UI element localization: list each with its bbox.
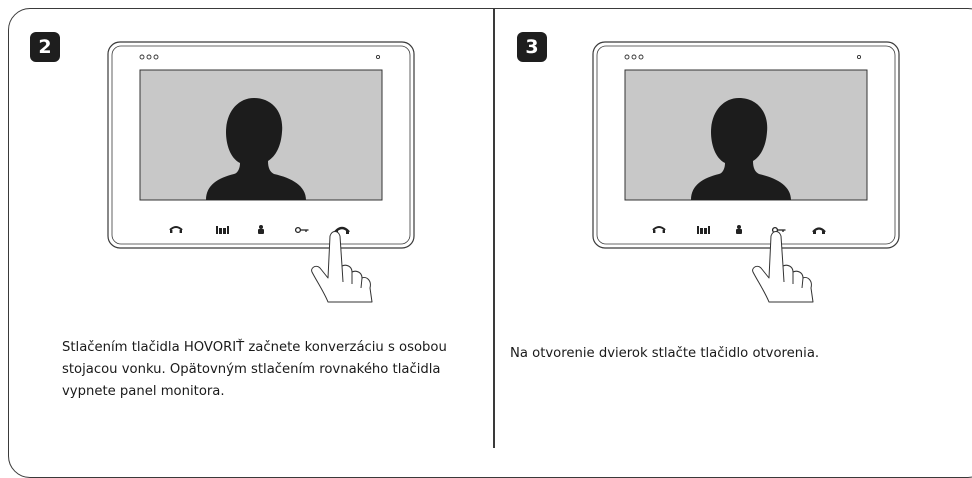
indicator-leds-icon xyxy=(139,54,159,60)
handset-up-icon xyxy=(652,226,666,231)
panel-divider xyxy=(493,8,495,448)
monitor-illustration xyxy=(106,40,416,303)
step-number-badge: 2 xyxy=(30,32,60,62)
talk-up-button[interactable] xyxy=(652,226,666,233)
pointing-hand-icon xyxy=(311,231,373,303)
monitor-person-button[interactable] xyxy=(736,225,742,234)
key-button[interactable] xyxy=(294,226,309,234)
key-icon xyxy=(294,226,309,234)
indicator-leds-icon xyxy=(624,54,644,60)
hangup-icon xyxy=(334,226,350,233)
person-icon xyxy=(736,225,742,234)
book-icon xyxy=(216,226,229,234)
step-panel-2: 2 xyxy=(8,8,493,446)
book-icon xyxy=(697,226,710,234)
step-number-badge: 3 xyxy=(517,32,547,62)
step-caption: Stlačením tlačidla HOVORIŤ začnete konve… xyxy=(62,340,447,399)
person-icon xyxy=(258,225,264,234)
visitor-silhouette xyxy=(206,98,306,200)
book-button[interactable] xyxy=(216,226,229,234)
hangup-icon xyxy=(812,227,826,233)
microphone-icon xyxy=(375,54,381,60)
key-icon xyxy=(771,226,786,234)
talk-up-button[interactable] xyxy=(169,226,183,233)
microphone-icon xyxy=(856,54,862,60)
unlock-button[interactable] xyxy=(771,226,786,234)
pointing-hand-icon xyxy=(752,231,814,303)
step-caption: Na otvorenie dvierok stlačte tlačidlo ot… xyxy=(510,346,820,361)
hangup-button[interactable] xyxy=(812,227,826,235)
monitor-person-button[interactable] xyxy=(258,225,264,234)
monitor-illustration xyxy=(591,40,903,303)
step-panel-3: 3 xyxy=(495,8,972,446)
book-button[interactable] xyxy=(697,226,710,234)
visitor-silhouette xyxy=(691,98,791,200)
handset-up-icon xyxy=(169,226,183,231)
